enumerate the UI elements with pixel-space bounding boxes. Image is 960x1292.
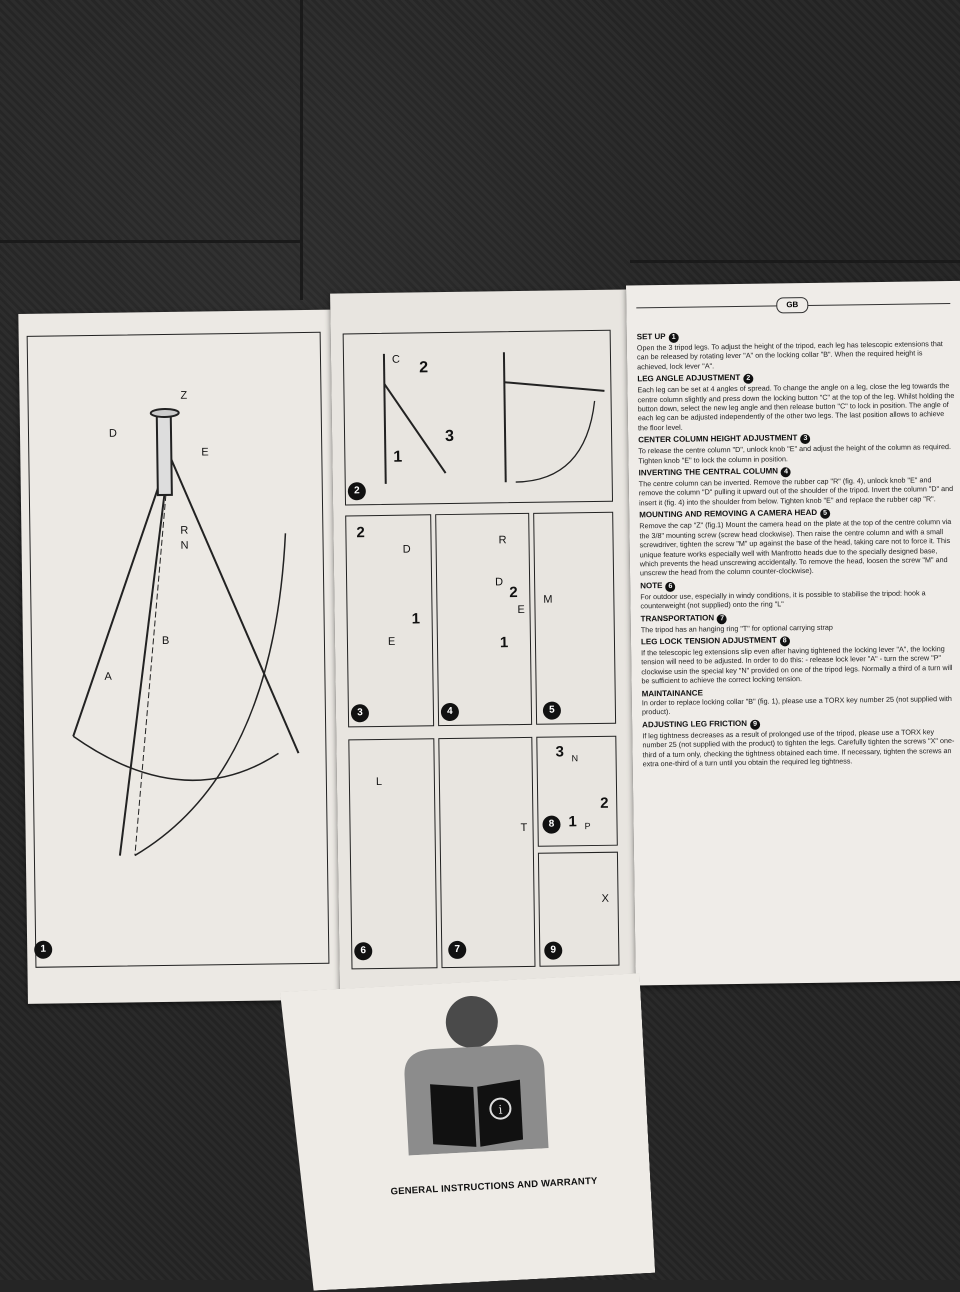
callout: R [498,534,507,547]
figure-5-panel: M 5 [533,511,617,725]
label-a: A [104,670,112,683]
label-n: N [180,539,189,552]
callout: 1 [411,610,421,628]
callout: M [543,593,553,606]
figure-4-panel: R D 2 E 1 4 [435,512,533,727]
figure-badge: 3 [350,704,370,723]
section-body: Each leg can be set at 4 angles of sprea… [637,381,955,433]
callout: 1 [568,813,577,831]
callout: T [520,821,528,835]
mat-seam [0,240,300,243]
callout: 2 [600,794,609,812]
section-body: For outdoor use, especially in windy con… [640,588,926,611]
figure-2-panel: C 2 1 3 2 [342,329,614,506]
figure-1-frame: Z D E R N B A 1 [26,331,330,968]
label-r: R [180,524,189,537]
callout: E [517,603,525,617]
label-e: E [201,446,209,459]
callout: X [601,892,609,905]
figure-badge: 7 [448,940,467,960]
mat-seam [630,260,960,263]
section-body: Remove the cap "Z" (fig.1) Mount the cam… [639,517,952,578]
tripod-illustration [72,407,300,857]
callout: 2 [509,584,518,602]
warranty-booklet: i GENERAL INSTRUCTIONS AND WARRANTY [280,973,655,1291]
label-z: Z [180,389,188,402]
booklet-title: GENERAL INSTRUCTIONS AND WARRANTY [390,1175,598,1198]
figure-badge: 9 [544,941,563,960]
svg-text:i: i [498,1103,503,1117]
label-b: B [161,634,170,648]
figure-badge: 8 [542,815,561,834]
figure-6-panel: L 6 [348,738,438,970]
callout: E [387,635,396,648]
callout: 2 [419,359,429,377]
section-maintenance: MAINTAINANCE In order to replace locking… [642,684,960,717]
callout: 2 [356,524,365,542]
callout: 1 [499,634,509,652]
callout: C [391,353,401,366]
section-body: Open the 3 tripod legs. To adjust the he… [636,339,943,372]
language-tag: GB [776,296,809,314]
figure-9-panel: X 9 [537,851,620,967]
figure-badge: 4 [440,702,460,722]
info-icon: i [390,986,598,1156]
figure-3-panel: 2 D 1 E 3 [345,514,435,728]
callout: 3 [555,743,564,761]
section-body: If leg tightness decreases as a result o… [642,727,955,769]
figure-badge: 5 [542,701,562,720]
leg-angle-illustration [382,352,605,484]
section-body: In order to replace locking collar "B" (… [641,693,952,717]
section-body: The centre column can be inverted. Remov… [638,475,954,508]
figure-badge: 6 [354,942,373,961]
figure-7-panel: T 7 [438,736,536,969]
callout: D [402,543,411,556]
mat-seam [300,0,303,300]
callout: P [584,821,591,832]
section-body: To release the centre column "D", unlock… [638,442,952,466]
label-d: D [108,427,118,440]
instruction-leaflet: Z D E R N B A 1 C 2 1 3 2 [18,277,960,1004]
callout: L [375,775,383,789]
callout: N [571,753,579,764]
callout: 3 [444,427,455,446]
leaflet-page-figures: C 2 1 3 2 2 D 1 E 3 R D 2 E 1 4 M 5 L 6 [330,289,636,994]
section-body: If the telescopic leg extensions slip ev… [641,644,953,686]
leaflet-page-overview: Z D E R N B A 1 [18,309,340,1004]
figure-8-panel: 3 N 2 1 P 8 [536,735,618,847]
callout: 1 [393,448,403,466]
callout: D [495,576,504,589]
